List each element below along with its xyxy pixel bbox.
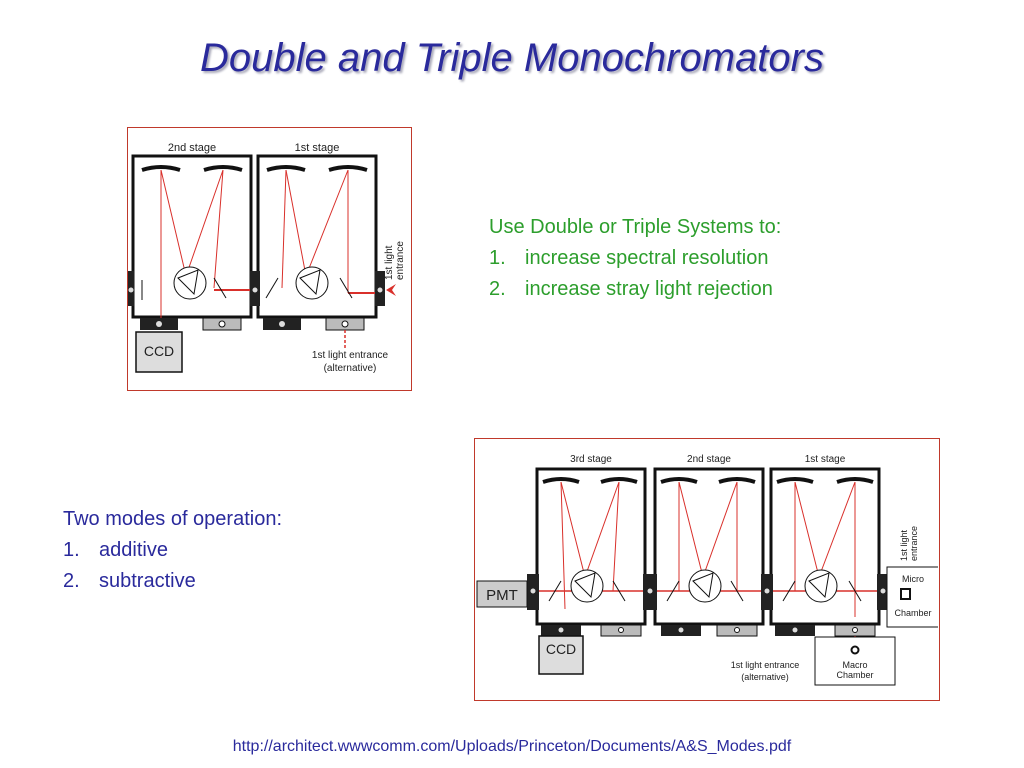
mirrors	[542, 477, 874, 484]
alt-entrance-label-2: (alternative)	[324, 363, 377, 374]
pmt-label: PMT	[486, 587, 518, 604]
grating-icon	[570, 569, 838, 603]
macro-chamber-icon	[850, 645, 860, 655]
entrance-label: 1st light entrance	[384, 241, 406, 280]
pmt-detector	[476, 580, 528, 608]
uses-list: 1.increase spectral resolution 2.increas…	[489, 243, 781, 305]
triple-monochromator-diagram: PMT Micro Chamber 1st light entrance CCD…	[474, 438, 940, 701]
slit-mirrors	[141, 277, 353, 300]
alt-entrance-label-2: (alternative)	[741, 672, 789, 682]
macro-label: Macro	[842, 660, 867, 670]
port-holes	[530, 588, 886, 594]
mirror	[203, 165, 243, 172]
list-item: 1.additive	[63, 539, 168, 561]
double-monochromator-svg: 2nd stage 1st stage CCD 1st light entran…	[128, 142, 406, 374]
stage-label-3rd: 3rd stage	[570, 454, 612, 465]
port-hole	[377, 287, 383, 293]
modes-list: 1.additive 2.subtractive	[63, 535, 282, 597]
list-item: 1.increase spectral resolution	[489, 247, 769, 269]
uses-heading: Use Double or Triple Systems to:	[489, 216, 782, 238]
slit-mirrors	[548, 580, 862, 602]
mirror	[266, 165, 306, 172]
modes-heading: Two modes of operation:	[63, 508, 283, 530]
entrance-arrow-icon	[386, 284, 396, 296]
micro-chamber	[886, 566, 938, 628]
ccd-detector	[538, 635, 584, 675]
mirror	[141, 165, 181, 172]
micro-chamber-icon	[900, 588, 911, 600]
micro-label: Micro	[902, 574, 924, 584]
list-item: 2.increase stray light rejection	[489, 278, 773, 300]
ccd-detector	[135, 331, 183, 373]
micro-chamber-label: Chamber	[894, 608, 931, 618]
macro-chamber-label: Chamber	[836, 670, 873, 680]
port-hole	[279, 321, 285, 327]
double-monochromator-diagram: 2nd stage 1st stage CCD 1st light entran…	[127, 127, 412, 391]
ccd-label: CCD	[546, 641, 576, 657]
svg-text:1st light: 1st light	[899, 529, 909, 561]
stage-label-1st: 1st stage	[805, 454, 846, 465]
svg-text:entrance: entrance	[909, 526, 919, 561]
mirror	[328, 165, 368, 172]
alt-entrance-label-1: 1st light entrance	[731, 660, 800, 670]
port-hole	[252, 287, 258, 293]
triple-monochromator-svg: PMT Micro Chamber 1st light entrance CCD…	[476, 454, 938, 686]
uses-block: Use Double or Triple Systems to: 1.incre…	[489, 212, 781, 305]
modes-block: Two modes of operation: 1.additive 2.sub…	[63, 504, 282, 597]
grating-icon	[173, 266, 329, 300]
macro-chamber	[814, 636, 896, 686]
port-hole	[341, 320, 349, 328]
ccd-label: CCD	[144, 343, 174, 359]
stage-label-2nd: 2nd stage	[168, 142, 216, 154]
stage-label-1st: 1st stage	[295, 142, 340, 154]
svg-text:1st light: 1st light	[384, 245, 395, 280]
port-hole	[156, 321, 162, 327]
slide-title: Double and Triple Monochromators	[199, 36, 824, 80]
stage-label-2nd: 2nd stage	[687, 454, 731, 465]
port-hole	[128, 287, 134, 293]
alt-entrance-label-1: 1st light entrance	[312, 350, 389, 361]
source-link[interactable]: http://architect.wwwcomm.com/Uploads/Pri…	[232, 738, 792, 755]
svg-text:entrance: entrance	[395, 241, 406, 280]
port-hole	[218, 320, 226, 328]
bottom-ports	[541, 624, 876, 637]
list-item: 2.subtractive	[63, 570, 196, 592]
entrance-label: 1st light entrance	[899, 526, 919, 561]
